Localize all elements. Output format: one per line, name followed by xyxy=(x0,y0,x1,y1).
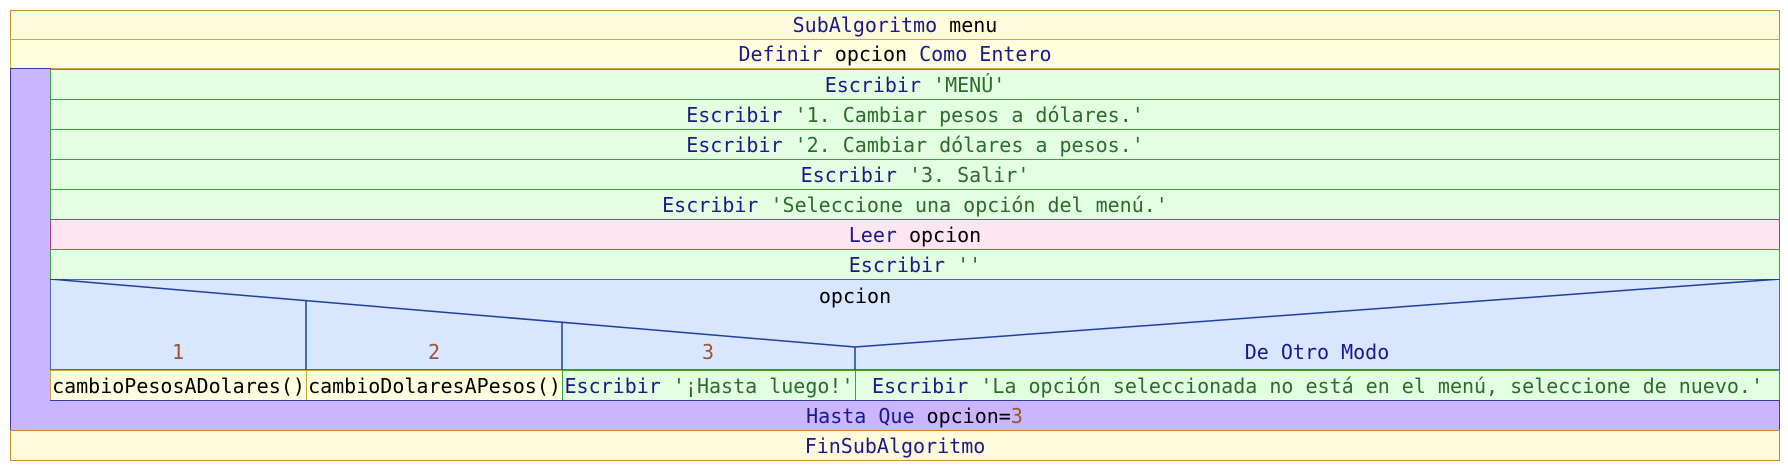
keyword-finsubalgoritmo: FinSubAlgoritmo xyxy=(804,433,986,458)
subalgorithm-footer: FinSubAlgoritmo xyxy=(10,430,1780,461)
keyword-escribir: Escribir xyxy=(824,72,922,97)
keyword-escribir: Escribir xyxy=(871,373,969,398)
case-label-default: De Otro Modo xyxy=(1244,340,1390,364)
write-select-prompt: Escribir 'Seleccione una opción del menú… xyxy=(50,189,1780,220)
keyword-escribir: Escribir xyxy=(800,162,897,187)
string-literal: 'Seleccione una opción del menú.' xyxy=(758,192,1168,217)
subalgorithm-name: menu xyxy=(937,13,998,37)
repeat-loop-bar xyxy=(10,68,51,431)
keyword-escribir: Escribir xyxy=(848,252,946,277)
call-cambio-dolares-a-pesos: cambioDolaresAPesos() xyxy=(308,373,561,398)
keyword-definir: Definir xyxy=(738,42,823,66)
keyword-escribir: Escribir xyxy=(662,192,759,217)
switch-variable: opcion xyxy=(818,284,892,308)
until-expression: opcion= xyxy=(914,403,1011,428)
write-option-3: Escribir '3. Salir' xyxy=(50,159,1780,190)
case-3-body: Escribir '¡Hasta luego!' xyxy=(562,370,856,401)
string-literal: '1. Cambiar pesos a dólares.' xyxy=(782,102,1144,127)
case-1-body: cambioPesosADolares() xyxy=(50,370,307,401)
case-label-3: 3 xyxy=(701,340,715,364)
define-variable: opcion xyxy=(822,42,920,66)
keyword-escribir: Escribir xyxy=(686,132,783,157)
string-literal: '¡Hasta luego!' xyxy=(660,373,854,398)
keyword-como-entero: Como Entero xyxy=(919,42,1052,66)
string-literal: '2. Cambiar dólares a pesos.' xyxy=(782,132,1144,157)
keyword-subalgoritmo: SubAlgoritmo xyxy=(792,13,938,37)
write-menu-title: Escribir 'MENÚ' xyxy=(50,69,1780,100)
case-label-2: 2 xyxy=(427,340,441,364)
write-option-2: Escribir '2. Cambiar dólares a pesos.' xyxy=(50,129,1780,160)
call-cambio-pesos-a-dolares: cambioPesosADolares() xyxy=(52,373,305,398)
until-value: 3 xyxy=(1010,403,1023,428)
subalgorithm-header: SubAlgoritmo menu xyxy=(10,10,1780,40)
keyword-hasta-que: Hasta Que xyxy=(806,403,915,428)
case-label-1: 1 xyxy=(171,340,185,364)
until-condition: Hasta Que opcion=3 xyxy=(50,400,1780,431)
keyword-escribir: Escribir xyxy=(686,102,783,127)
string-literal: 'La opción seleccionada no está en el me… xyxy=(968,373,1764,398)
switch-block: opcion 1 2 3 De Otro Modo xyxy=(50,279,1780,370)
string-literal: '3. Salir' xyxy=(896,162,1030,187)
write-empty-line: Escribir '' xyxy=(50,249,1780,280)
string-literal: 'MENÚ' xyxy=(921,72,1006,97)
keyword-leer: Leer xyxy=(848,222,897,247)
case-default-body: Escribir 'La opción seleccionada no está… xyxy=(855,370,1780,401)
case-2-body: cambioDolaresAPesos() xyxy=(306,370,563,401)
read-variable: opcion xyxy=(896,222,982,247)
define-statement: Definir opcion Como Entero xyxy=(10,39,1780,69)
read-statement: Leer opcion xyxy=(50,219,1780,250)
keyword-escribir: Escribir xyxy=(564,373,661,398)
write-option-1: Escribir '1. Cambiar pesos a dólares.' xyxy=(50,99,1780,130)
switch-header-shape xyxy=(50,279,1780,370)
string-literal: '' xyxy=(945,252,982,277)
